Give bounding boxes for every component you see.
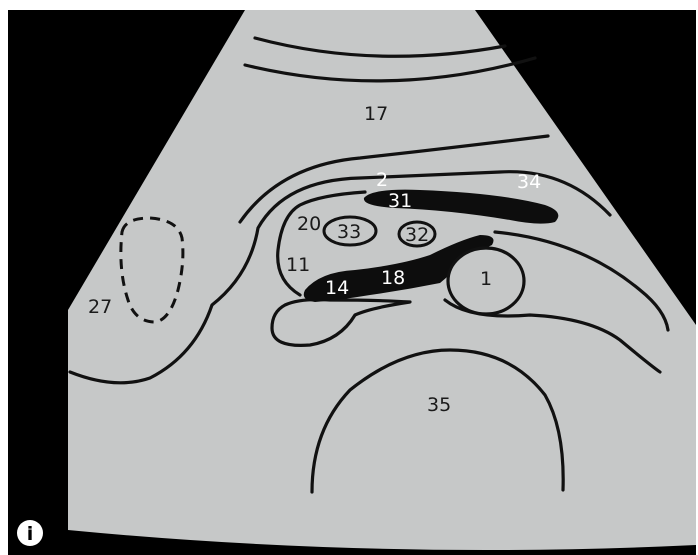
label-35: 35 [427,394,451,416]
label-14: 14 [325,277,349,299]
label-33: 33 [337,221,361,243]
label-34: 34 [517,171,541,193]
label-18: 18 [381,267,405,289]
label-32: 32 [405,224,429,246]
label-27: 27 [88,296,112,318]
panel-badge-letter: i [27,523,34,545]
label-17: 17 [364,103,388,125]
label-20: 20 [297,213,321,235]
label-11: 11 [286,254,310,276]
label-31: 31 [388,190,412,212]
label-2: 2 [376,169,388,191]
label-1: 1 [480,268,492,290]
